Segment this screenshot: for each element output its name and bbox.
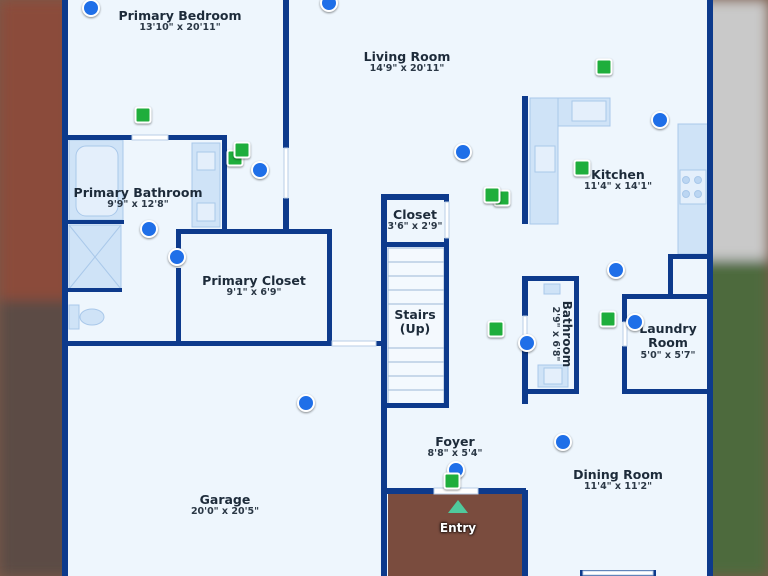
camera-marker[interactable] [483, 186, 501, 204]
room-name: Primary Closet [202, 273, 306, 288]
viewpoint-pin[interactable] [518, 334, 536, 352]
room-subtitle: (Up) [399, 321, 431, 337]
camera-marker[interactable] [599, 310, 617, 328]
room-label-laundry-room: Laundry Room 5'0" x 5'7" [639, 321, 697, 362]
room-name: Living Room [363, 49, 451, 64]
room-label-stairs: Stairs (Up) [392, 307, 438, 337]
viewpoint-pin[interactable] [320, 0, 338, 12]
room-label-closet: Closet 3'6" x 2'9" [387, 207, 443, 233]
viewpoint-pin[interactable] [168, 248, 186, 266]
room-dimensions: 20'0" x 20'5" [190, 506, 260, 518]
room-dimensions: 8'8" x 5'4" [427, 448, 483, 460]
camera-marker[interactable] [573, 159, 591, 177]
room-dimensions: 9'9" x 12'8" [107, 199, 169, 211]
viewpoint-pin[interactable] [607, 261, 625, 279]
viewpoint-pin[interactable] [454, 143, 472, 161]
door-openings [131, 134, 654, 576]
room-name-line2: Room [648, 335, 688, 351]
walls [62, 0, 713, 576]
room-name: Garage [199, 492, 251, 507]
viewpoint-pin[interactable] [297, 394, 315, 412]
room-label-primary-closet: Primary Closet 9'1" x 6'9" [202, 273, 306, 299]
room-name: Primary Bathroom [73, 185, 203, 200]
room-label-primary-bedroom: Primary Bedroom 13'10" x 20'11" [118, 8, 242, 34]
room-label-dining-room: Dining Room 11'4" x 11'2" [573, 467, 663, 493]
room-label-bathroom: Bathroom 2'9" x 6'8" [549, 300, 574, 368]
camera-marker[interactable] [487, 320, 505, 338]
room-label-foyer: Foyer 8'8" x 5'4" [427, 434, 483, 460]
room-dimensions: 13'10" x 20'11" [139, 22, 221, 34]
camera-marker[interactable] [595, 58, 613, 76]
room-name: Laundry [639, 321, 697, 336]
camera-marker[interactable] [233, 141, 251, 159]
viewpoint-pin[interactable] [651, 111, 669, 129]
room-dimensions: 3'6" x 2'9" [387, 221, 443, 233]
room-dimensions: 5'0" x 5'7" [640, 349, 696, 361]
room-label-living-room: Living Room 14'9" x 20'11" [363, 49, 451, 75]
room-label-primary-bathroom: Primary Bathroom 9'9" x 12'8" [73, 185, 203, 211]
room-name: Foyer [435, 434, 475, 449]
viewpoint-pin[interactable] [251, 161, 269, 179]
entry-label: Entry [439, 521, 477, 535]
room-dimensions: 11'4" x 14'1" [583, 181, 653, 193]
room-dimensions: 11'4" x 11'2" [583, 481, 653, 493]
viewpoint-pin[interactable] [554, 433, 572, 451]
room-dimensions: 9'1" x 6'9" [226, 287, 282, 299]
room-name: Stairs [394, 307, 436, 322]
viewpoint-pin[interactable] [626, 313, 644, 331]
room-label-garage: Garage 20'0" x 20'5" [190, 492, 260, 518]
room-dimensions: 2'9" x 6'8" [549, 306, 561, 362]
room-name: Kitchen [591, 167, 645, 182]
viewpoint-pin[interactable] [140, 220, 158, 238]
fixtures [68, 97, 709, 388]
room-name: Primary Bedroom [118, 8, 242, 23]
entry-arrow-icon[interactable] [448, 500, 468, 513]
room-label-kitchen: Kitchen 11'4" x 14'1" [583, 167, 653, 193]
room-name: Bathroom [559, 300, 574, 368]
camera-marker[interactable] [134, 106, 152, 124]
room-dimensions: 14'9" x 20'11" [369, 63, 445, 75]
camera-marker[interactable] [443, 472, 461, 490]
room-name: Dining Room [573, 467, 663, 482]
viewpoint-pin[interactable] [82, 0, 100, 17]
room-name: Closet [393, 207, 437, 222]
